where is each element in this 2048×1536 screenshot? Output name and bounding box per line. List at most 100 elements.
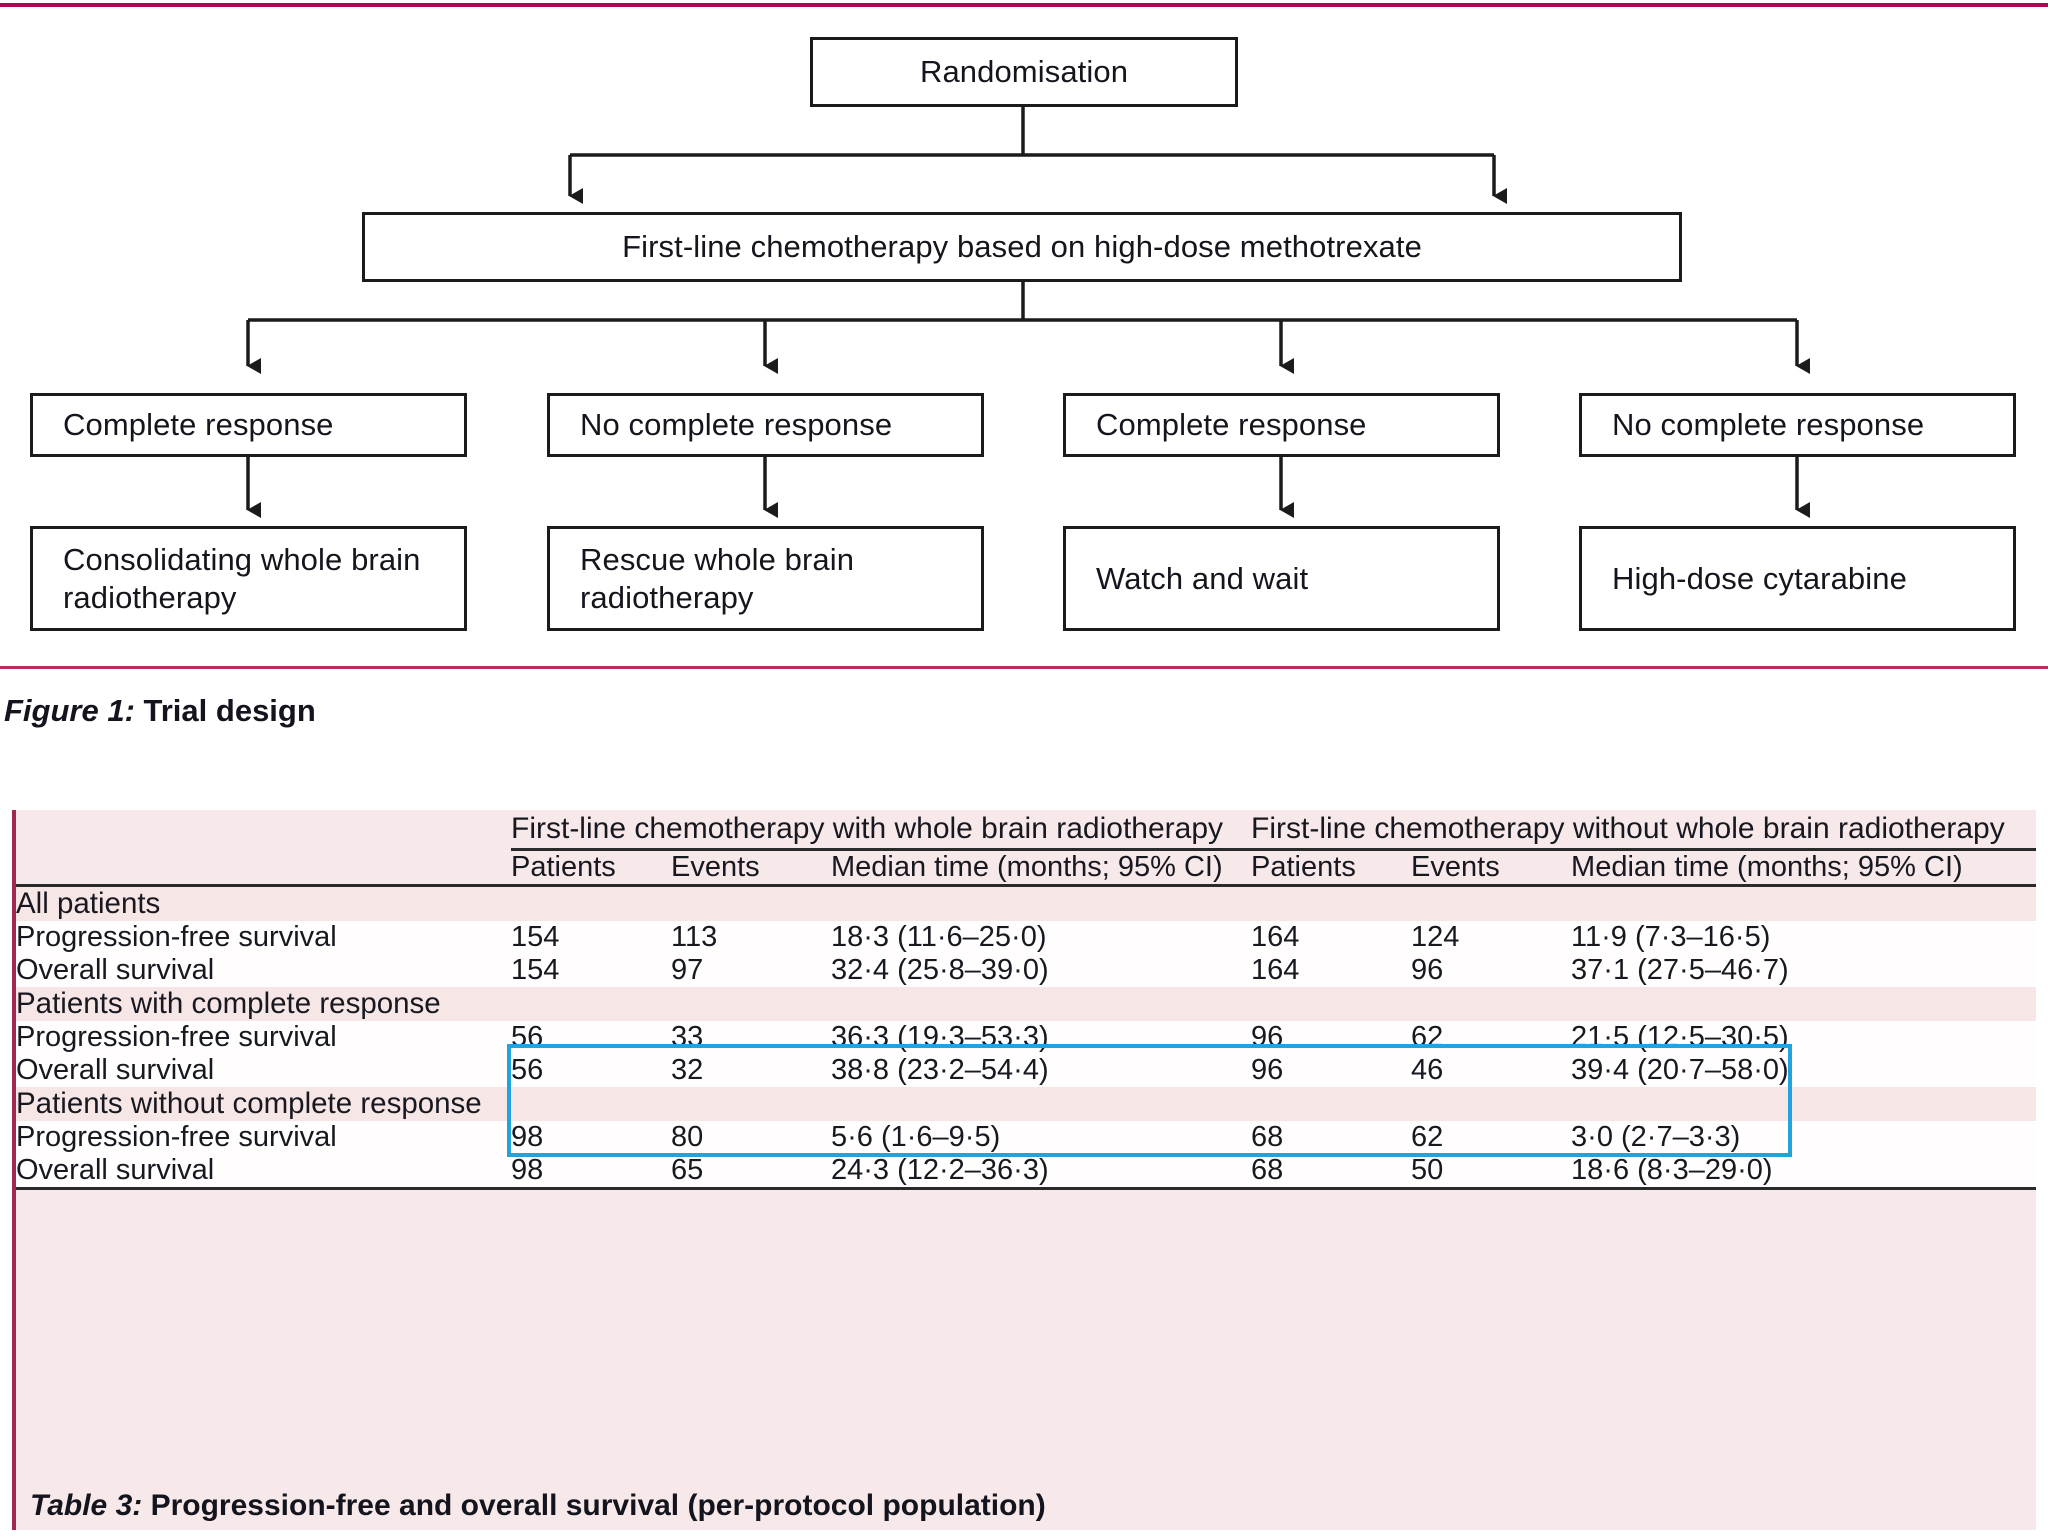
column-header-with-events: Events [671,847,831,885]
cell-without-patients: 96 [1251,1053,1284,1086]
node-first-line-chemotherapy-label: First-line chemotherapy based on high-do… [622,229,1422,265]
node-consolidating-wbrt: Consolidating whole brain radiotherapy [30,526,467,631]
table-row: Overall survival 56 32 38·8 (23·2–54·4) … [16,1053,2037,1087]
table-row: Progression-free survival 98 80 5·6 (1·6… [16,1120,2037,1154]
cell-with-events: 97 [671,953,704,986]
node-watch-and-wait: Watch and wait [1063,526,1500,631]
table-row: Overall survival 98 65 24·3 (12·2–36·3) … [16,1153,2037,1188]
cell-without-events: 62 [1411,1120,1444,1153]
cell-with-events: 80 [671,1120,704,1153]
node-complete-response-left: Complete response [30,393,467,457]
cell-without-events: 124 [1411,920,1460,953]
table-caption: Table 3: Progression-free and overall su… [30,1489,1046,1523]
cell-without-median: 39·4 (20·7–58·0) [1571,1053,1789,1086]
table-row: Progression-free survival 154 113 18·3 (… [16,920,2037,954]
cell-with-events: 65 [671,1153,704,1186]
node-rescue-wbrt-label: Rescue whole brain radiotherapy [580,541,855,615]
node-first-line-chemotherapy: First-line chemotherapy based on high-do… [362,212,1682,282]
figure-caption-text: Trial design [134,693,316,728]
cell-with-patients: 56 [511,1053,544,1086]
node-no-complete-response-right-label: No complete response [1612,407,1925,443]
cell-without-median: 37·1 (27·5–46·7) [1571,953,1789,986]
table-3-panel: First-line chemotherapy with whole brain… [12,810,2037,1530]
cell-with-patients: 56 [511,1020,544,1053]
cell-without-patients: 96 [1251,1020,1284,1053]
page-top-rule [0,3,2048,7]
table-group-header-row: First-line chemotherapy with whole brain… [16,810,2036,849]
cell-without-median: 3·0 (2·7–3·3) [1571,1120,1741,1153]
cell-without-events: 50 [1411,1153,1444,1186]
table-caption-lead: Table 3: [30,1489,143,1522]
table-header: First-line chemotherapy with whole brain… [16,810,2037,885]
table-row: Overall survival 154 97 32·4 (25·8–39·0)… [16,953,2037,987]
cell-with-median: 32·4 (25·8–39·0) [831,953,1049,986]
survival-table: First-line chemotherapy with whole brain… [16,810,2037,1190]
cell-with-patients: 98 [511,1153,544,1186]
figure-caption-lead: Figure 1: [4,693,135,728]
cell-with-median: 38·8 (23·2–54·4) [831,1053,1049,1086]
node-no-complete-response-left: No complete response [547,393,984,457]
row-label: Progression-free survival [16,920,337,953]
node-no-complete-response-right: No complete response [1579,393,2016,457]
cell-with-events: 113 [671,920,718,953]
table-caption-text: Progression-free and overall survival (p… [142,1489,1046,1522]
cell-without-events: 62 [1411,1020,1444,1053]
column-header-with-median-time: Median time (months; 95% CI) [831,847,1252,885]
column-header-with-patients: Patients [511,847,671,885]
cell-without-patients: 164 [1251,920,1300,953]
node-complete-response-right: Complete response [1063,393,1500,457]
cell-with-patients: 154 [511,920,560,953]
cell-with-events: 32 [671,1053,704,1086]
cell-without-patients: 68 [1251,1120,1284,1153]
table-column-header-row: Patients Events Median time (months; 95%… [16,847,2037,885]
cell-with-events: 33 [671,1020,704,1053]
row-label: Progression-free survival [16,1020,337,1053]
cell-with-median: 36·3 (19·3–53·3) [831,1020,1049,1053]
cell-without-patients: 164 [1251,953,1300,986]
table-row: Progression-free survival 56 33 36·3 (19… [16,1020,2037,1054]
column-header-without-median-time: Median time (months; 95% CI) [1571,847,2037,885]
cell-without-patients: 68 [1251,1153,1284,1186]
node-watch-and-wait-label: Watch and wait [1096,560,1309,596]
cell-with-patients: 154 [511,953,560,986]
cell-with-median: 5·6 (1·6–9·5) [831,1120,1001,1153]
cell-with-median: 24·3 (12·2–36·3) [831,1153,1049,1186]
section-header-row: Patients without complete response [16,1086,2037,1121]
cell-without-median: 21·5 (12·5–30·5) [1571,1020,1789,1053]
section-title-with-complete-response: Patients with complete response [16,986,2037,1021]
column-header-without-events: Events [1411,847,1572,885]
node-randomisation: Randomisation [810,37,1238,107]
node-complete-response-right-label: Complete response [1096,407,1367,443]
flowchart-connectors [246,107,1810,518]
table-body: All patients Progression-free survival 1… [16,883,2037,1188]
header-corner-blank [16,810,511,849]
node-high-dose-cytarabine: High-dose cytarabine [1579,526,2016,631]
figure-bottom-rule [0,666,2048,669]
figure-1-flowchart: Randomisation First-line chemotherapy ba… [0,0,2048,700]
section-header-row: Patients with complete response [16,986,2037,1021]
node-randomisation-label: Randomisation [919,54,1129,90]
section-header-row: All patients [16,883,2037,921]
node-high-dose-cytarabine-label: High-dose cytarabine [1612,560,1907,596]
row-label: Progression-free survival [16,1120,337,1153]
column-header-blank [16,849,511,885]
figure-caption: Figure 1: Trial design [4,693,316,729]
group-header-without-wbrt: First-line chemotherapy without whole br… [1251,812,2005,845]
group-header-with-wbrt: First-line chemotherapy with whole brain… [511,812,1224,845]
cell-without-median: 18·6 (8·3–29·0) [1571,1153,1773,1186]
section-title-all-patients: All patients [16,883,2037,921]
cell-with-patients: 98 [511,1120,544,1153]
node-rescue-wbrt: Rescue whole brain radiotherapy [547,526,984,631]
node-complete-response-left-label: Complete response [63,407,334,443]
node-consolidating-wbrt-label: Consolidating whole brain radiotherapy [63,541,421,615]
section-title-without-complete-response: Patients without complete response [16,1086,2037,1121]
row-label: Overall survival [16,953,215,986]
node-no-complete-response-left-label: No complete response [580,407,893,443]
cell-with-median: 18·3 (11·6–25·0) [831,920,1047,953]
cell-without-events: 46 [1411,1053,1444,1086]
cell-without-median: 11·9 (7·3–16·5) [1571,920,1771,953]
row-label: Overall survival [16,1153,215,1186]
row-label: Overall survival [16,1053,215,1086]
cell-without-events: 96 [1411,953,1444,986]
column-header-without-patients: Patients [1251,847,1412,885]
